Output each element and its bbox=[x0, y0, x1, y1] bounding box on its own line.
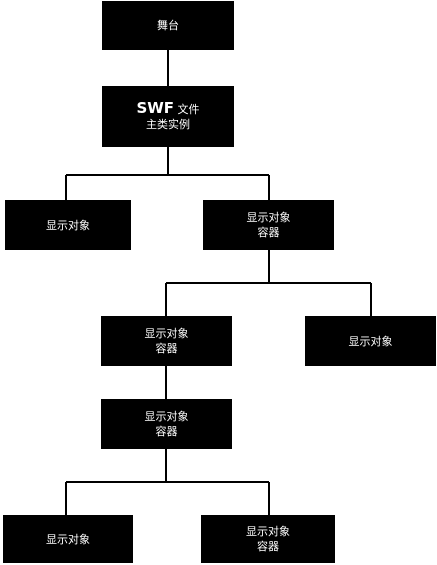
node-main-instance-prefix: SWF bbox=[136, 99, 175, 117]
node-container-1: 显示对象 容器 bbox=[203, 200, 334, 250]
node-container-2-line1: 显示对象 bbox=[144, 327, 189, 340]
node-main-instance-line1: SWF 文件 bbox=[136, 101, 199, 117]
node-container-4-line1: 显示对象 bbox=[246, 525, 290, 538]
node-container-3: 显示对象 容器 bbox=[101, 399, 232, 449]
node-container-3-line2: 容器 bbox=[155, 425, 178, 438]
node-display-object-3-label: 显示对象 bbox=[46, 532, 90, 546]
node-main-instance: SWF 文件 主类实例 bbox=[102, 86, 234, 147]
node-container-2: 显示对象 容器 bbox=[101, 316, 232, 366]
node-display-object-2-label: 显示对象 bbox=[348, 334, 393, 348]
node-display-object-1: 显示对象 bbox=[5, 200, 131, 250]
node-display-object-3: 显示对象 bbox=[3, 515, 133, 563]
node-stage-label: 舞台 bbox=[157, 19, 179, 32]
node-main-instance-line2: 主类实例 bbox=[146, 118, 190, 131]
node-main-instance-line1-text: 文件 bbox=[174, 103, 200, 116]
node-container-1-line1: 显示对象 bbox=[246, 211, 291, 224]
node-stage: 舞台 bbox=[102, 1, 234, 50]
node-container-1-line2: 容器 bbox=[257, 226, 280, 239]
node-container-4: 显示对象 容器 bbox=[201, 515, 335, 563]
node-display-object-1-label: 显示对象 bbox=[46, 218, 90, 232]
node-display-object-2: 显示对象 bbox=[305, 316, 436, 366]
node-container-3-line1: 显示对象 bbox=[144, 410, 189, 423]
node-container-4-line2: 容器 bbox=[257, 540, 279, 553]
node-container-2-line2: 容器 bbox=[155, 342, 178, 355]
